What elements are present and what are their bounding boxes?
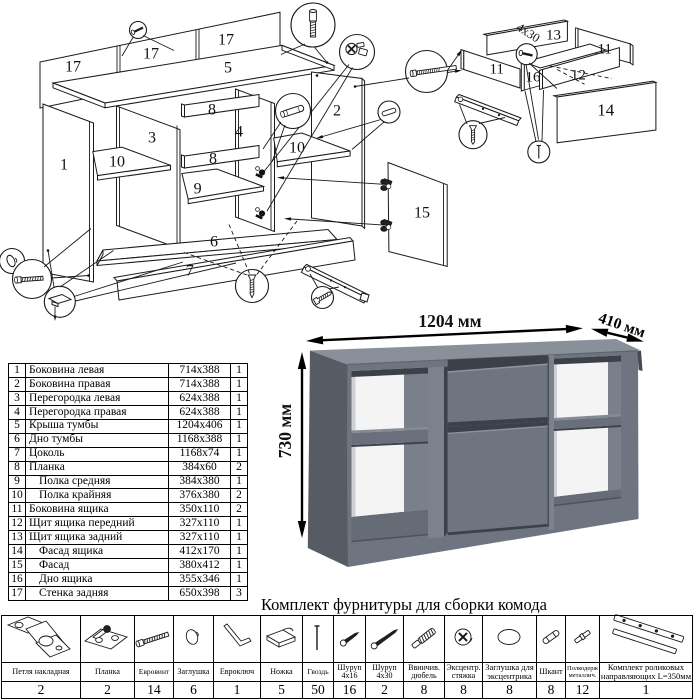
- svg-text:8: 8: [209, 151, 217, 168]
- svg-text:1204 мм: 1204 мм: [418, 311, 481, 331]
- svg-text:15: 15: [414, 205, 430, 222]
- svg-text:3: 3: [148, 130, 156, 147]
- svg-text:13: 13: [546, 28, 561, 44]
- svg-text:17: 17: [218, 32, 234, 49]
- svg-text:5: 5: [224, 60, 232, 77]
- svg-text:730 мм: 730 мм: [275, 404, 295, 459]
- svg-text:6: 6: [210, 234, 218, 251]
- svg-text:7: 7: [186, 263, 194, 280]
- svg-text:1: 1: [60, 157, 68, 174]
- svg-text:10: 10: [109, 154, 125, 171]
- svg-text:10: 10: [289, 140, 305, 157]
- svg-text:14: 14: [597, 101, 615, 120]
- svg-text:2: 2: [333, 103, 341, 120]
- svg-text:11: 11: [597, 42, 611, 58]
- svg-text:11: 11: [489, 62, 503, 78]
- svg-text:12: 12: [571, 68, 586, 84]
- svg-text:4: 4: [235, 124, 243, 141]
- svg-text:8: 8: [208, 102, 216, 119]
- svg-text:9: 9: [194, 181, 202, 198]
- svg-text:17: 17: [143, 46, 159, 63]
- svg-text:17: 17: [65, 59, 81, 76]
- svg-text:16: 16: [526, 70, 542, 86]
